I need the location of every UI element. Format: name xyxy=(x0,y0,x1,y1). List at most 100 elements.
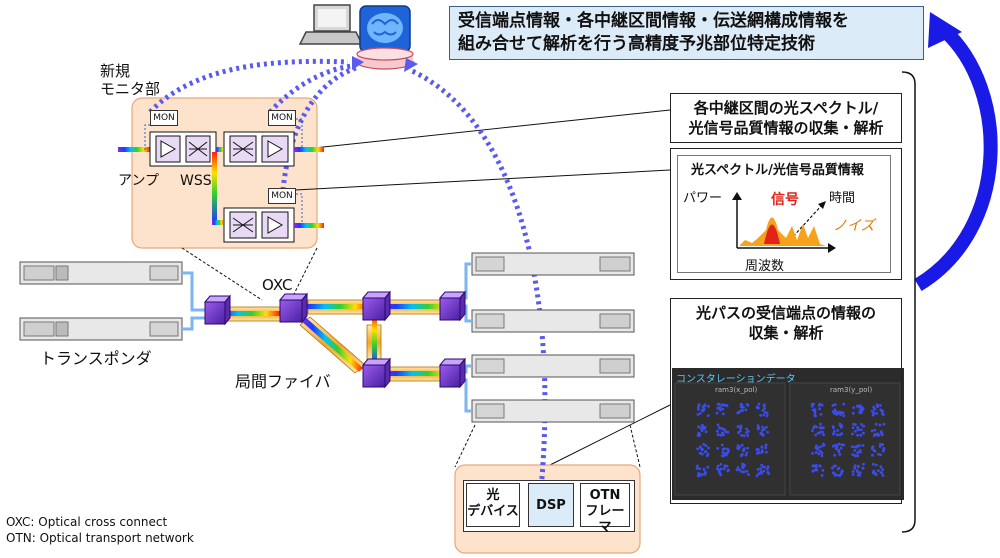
constellation-point xyxy=(878,423,882,427)
constellation-point xyxy=(862,431,865,435)
relay-info-callout: 各中継区間の光スペクトル/ 光信号品質情報の収集・解析 xyxy=(670,93,902,143)
constellation-point xyxy=(716,429,719,433)
constellation-point xyxy=(704,430,708,434)
constellation-point xyxy=(762,469,766,473)
constellation-point xyxy=(833,408,837,412)
constellation-point xyxy=(695,466,699,470)
constellation-point xyxy=(698,433,702,436)
constellation-point xyxy=(726,451,729,455)
constellation-point xyxy=(721,454,724,458)
constellation-point xyxy=(737,431,740,434)
mon-label-1: MON xyxy=(150,110,178,126)
constellation-point xyxy=(820,403,824,407)
constellation-point xyxy=(820,474,824,477)
constellation-point xyxy=(755,448,759,452)
constellation-point xyxy=(815,468,819,472)
constellation-point xyxy=(858,444,861,448)
constellation-point xyxy=(842,402,846,406)
constellation-point xyxy=(862,424,866,428)
constellation-point xyxy=(838,453,842,456)
title-line-2: 組み合せて解析を行う高精度予兆部位特定技術 xyxy=(458,34,815,54)
transponder-label: トランスポンダ xyxy=(40,349,152,368)
constellation-point xyxy=(873,428,877,432)
constellation-point xyxy=(880,471,884,475)
mon-label-3: MON xyxy=(268,188,296,204)
constellation-point xyxy=(879,430,883,433)
constellation-point xyxy=(756,427,760,431)
constellation-point xyxy=(695,464,699,468)
laptop-icon xyxy=(298,4,364,45)
constellation-point xyxy=(814,414,817,418)
constellation-point xyxy=(744,408,748,412)
constellation-point xyxy=(860,407,864,411)
constellation-point xyxy=(765,450,768,454)
constellation-point xyxy=(840,443,844,447)
otn-framer-line-1: OTN xyxy=(589,488,621,503)
constellation-point xyxy=(880,443,884,446)
constellation-point xyxy=(722,433,725,437)
constellation-point xyxy=(851,411,855,415)
constellation-point xyxy=(837,466,841,470)
constellation-point xyxy=(833,403,837,407)
constellation-point xyxy=(874,422,878,426)
constellation-point xyxy=(716,467,719,471)
constellation-point xyxy=(697,405,700,409)
constellation-point xyxy=(742,405,745,409)
constellation-point xyxy=(743,463,746,467)
transponder-rack-right-4 xyxy=(471,399,635,423)
constellation-point xyxy=(725,464,729,468)
constellation-point xyxy=(860,422,863,426)
constellation-point xyxy=(764,443,768,447)
spectrum-graph xyxy=(732,192,836,253)
legend-oxc: OXC: Optical cross connect xyxy=(6,515,168,529)
constellation-point xyxy=(832,426,835,430)
constellation-point xyxy=(715,411,719,415)
constellation-point xyxy=(873,449,877,453)
constellation-point xyxy=(759,414,762,417)
constellation-point xyxy=(817,431,821,435)
constellation-point xyxy=(821,469,825,472)
constellation-point xyxy=(876,433,879,437)
constellation-point xyxy=(881,468,885,471)
constellation-point xyxy=(763,407,766,410)
constellation-point xyxy=(856,426,859,429)
constellation-point xyxy=(856,454,860,458)
constellation-point xyxy=(756,405,760,409)
constellation-point xyxy=(818,464,821,468)
constellation-point xyxy=(717,433,720,437)
constellation-point xyxy=(745,451,749,455)
optical-device-line-2: デバイス xyxy=(467,504,519,519)
constellation-point xyxy=(747,429,750,433)
constellation-point xyxy=(726,430,730,434)
constellation-point xyxy=(716,464,720,468)
constellation-point xyxy=(854,430,857,433)
constellation-point xyxy=(700,429,704,432)
constellation-plot xyxy=(672,368,904,500)
ai-brain-icon xyxy=(356,5,414,70)
constellation-point xyxy=(723,403,726,407)
constellation-point xyxy=(861,444,865,447)
constellation-point xyxy=(839,446,843,450)
constellation-dots xyxy=(695,402,886,478)
optical-device-box: 光 デバイス xyxy=(466,483,520,527)
oxc-label: OXC xyxy=(262,276,293,294)
constellation-point xyxy=(766,465,770,469)
constellation-point xyxy=(719,473,723,477)
constellation-point xyxy=(745,402,749,406)
constellation-point xyxy=(855,404,859,408)
constellation-point xyxy=(835,413,839,416)
legend: OXC: Optical cross connect OTN: Optical … xyxy=(6,514,194,546)
constellation-point xyxy=(811,464,815,468)
constellation-point xyxy=(818,407,821,411)
constellation-point xyxy=(763,465,766,469)
constellation-left-label: ram3(x_pol) xyxy=(715,386,758,394)
relay-callout-line-1: 各中継区間の光スペクトル/ xyxy=(693,99,879,117)
constellation-point xyxy=(819,422,822,426)
constellation-point xyxy=(746,446,750,450)
mon-label-2: MON xyxy=(268,110,296,126)
constellation-point xyxy=(841,411,845,415)
constellation-point xyxy=(878,445,882,448)
constellation-point xyxy=(702,408,706,412)
constellation-point xyxy=(766,467,769,471)
constellation-point xyxy=(738,445,742,449)
